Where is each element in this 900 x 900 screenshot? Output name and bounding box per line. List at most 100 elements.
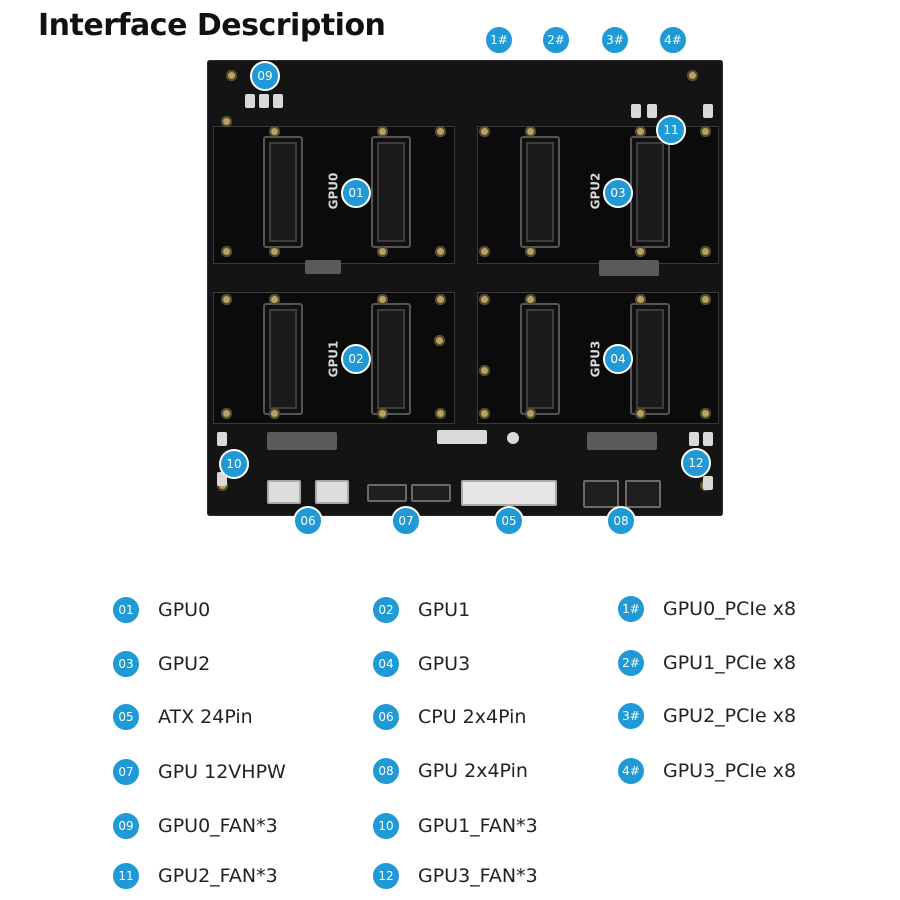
mount-hole (377, 246, 388, 257)
mount-hole (479, 294, 490, 305)
mount-hole (700, 246, 711, 257)
badge-11: 11 (656, 115, 686, 145)
mount-hole (635, 246, 646, 257)
legend-item-08: 08 GPU 2x4Pin (371, 756, 528, 786)
motherboard: GPU0 GPU2 GPU1 GPU3 (207, 60, 723, 516)
gpu0-socket-right (371, 136, 411, 248)
gpu1-silkscreen: GPU1 (326, 340, 341, 378)
legend-label: GPU 12VHPW (158, 761, 286, 783)
gpu-2x4pin-connector-a (583, 480, 619, 508)
fan-header (703, 476, 713, 490)
mount-hole (479, 365, 490, 376)
legend-label: ATX 24Pin (158, 706, 253, 728)
gpu3-socket-left (520, 303, 560, 415)
legend-badge: 04 (371, 649, 401, 679)
fan-header (703, 432, 713, 446)
gpu-2x4pin-connector-b (625, 480, 661, 508)
gpu2-socket-right (630, 136, 670, 248)
gpu0-slot (213, 126, 455, 264)
badge-09: 09 (250, 61, 280, 91)
badge-07: 07 (391, 506, 421, 536)
buzzer (507, 432, 519, 444)
legend-label: GPU0 (158, 599, 211, 621)
badge-3hash: 3# (600, 25, 630, 55)
badge-05: 05 (494, 506, 524, 536)
vrm-group (599, 260, 659, 276)
gpu0-socket-left (263, 136, 303, 248)
legend-item-4hash: 4# GPU3_PCIe x8 (616, 756, 796, 786)
mount-hole (635, 294, 646, 305)
cpu-2x4pin-connector-b (315, 480, 349, 504)
gpu-12vhpw-connector-b (411, 484, 451, 502)
legend-label: GPU2_FAN*3 (158, 865, 278, 887)
fan-header (703, 104, 713, 118)
badge-08: 08 (606, 506, 636, 536)
legend-badge: 06 (371, 702, 401, 732)
mount-hole (221, 116, 232, 127)
badge-01: 01 (341, 178, 371, 208)
gpu3-silkscreen: GPU3 (588, 340, 603, 378)
badge-2hash: 2# (541, 25, 571, 55)
legend-item-11: 11 GPU2_FAN*3 (111, 861, 278, 891)
legend-item-3hash: 3# GPU2_PCIe x8 (616, 701, 796, 731)
gpu2-silkscreen: GPU2 (588, 172, 603, 210)
badge-12: 12 (681, 448, 711, 478)
gpu1-slot (213, 292, 455, 424)
gpu2-slot (477, 126, 719, 264)
legend-item-12: 12 GPU3_FAN*3 (371, 861, 538, 891)
legend-badge: 08 (371, 756, 401, 786)
mount-hole (221, 246, 232, 257)
mount-hole (435, 246, 446, 257)
mount-hole (635, 126, 646, 137)
mount-hole (479, 126, 490, 137)
legend-badge: 07 (111, 757, 141, 787)
board-diagram: GPU0 GPU2 GPU1 GPU3 09 11 01 03 0 (207, 25, 723, 536)
mount-hole (435, 408, 446, 419)
atx-24pin-connector (461, 480, 557, 506)
badge-04: 04 (603, 344, 633, 374)
badge-1hash: 1# (484, 25, 514, 55)
legend-badge: 12 (371, 861, 401, 891)
mount-hole (479, 408, 490, 419)
capacitor-group (305, 260, 341, 274)
gpu2-socket-left (520, 136, 560, 248)
mount-hole (377, 408, 388, 419)
legend-badge: 10 (371, 811, 401, 841)
vrm-group (267, 432, 337, 450)
mount-hole (525, 408, 536, 419)
badge-02: 02 (341, 344, 371, 374)
legend-item-1hash: 1# GPU0_PCIe x8 (616, 594, 796, 624)
vrm-group (587, 432, 657, 450)
legend-item-2hash: 2# GPU1_PCIe x8 (616, 648, 796, 678)
legend-item-04: 04 GPU3 (371, 649, 470, 679)
legend-label: GPU2 (158, 653, 211, 675)
mount-hole (269, 408, 280, 419)
cpu-2x4pin-connector-a (267, 480, 301, 504)
legend-badge: 02 (371, 595, 401, 625)
gpu-12vhpw-connector-a (367, 484, 407, 502)
mount-hole (226, 70, 237, 81)
mount-hole (269, 246, 280, 257)
gpu3-slot (477, 292, 719, 424)
mount-hole (434, 335, 445, 346)
legend-label: GPU3_PCIe x8 (663, 760, 797, 782)
fan-header (647, 104, 657, 118)
gpu1-socket-left (263, 303, 303, 415)
legend-label: GPU 2x4Pin (418, 760, 528, 782)
badge-06: 06 (293, 506, 323, 536)
badge-03: 03 (603, 178, 633, 208)
mount-hole (221, 408, 232, 419)
legend-item-07: 07 GPU 12VHPW (111, 757, 286, 787)
mount-hole (525, 126, 536, 137)
mount-hole (435, 294, 446, 305)
page-title: Interface Description (38, 8, 386, 43)
legend-badge: 3# (616, 701, 646, 731)
gpu3-socket-right (630, 303, 670, 415)
legend-label: GPU0_PCIe x8 (663, 598, 797, 620)
legend-badge: 03 (111, 649, 141, 679)
legend-label: GPU3_FAN*3 (418, 865, 538, 887)
mount-hole (479, 246, 490, 257)
legend-label: GPU0_FAN*3 (158, 815, 278, 837)
legend-badge: 05 (111, 702, 141, 732)
legend-label: GPU2_PCIe x8 (663, 705, 797, 727)
